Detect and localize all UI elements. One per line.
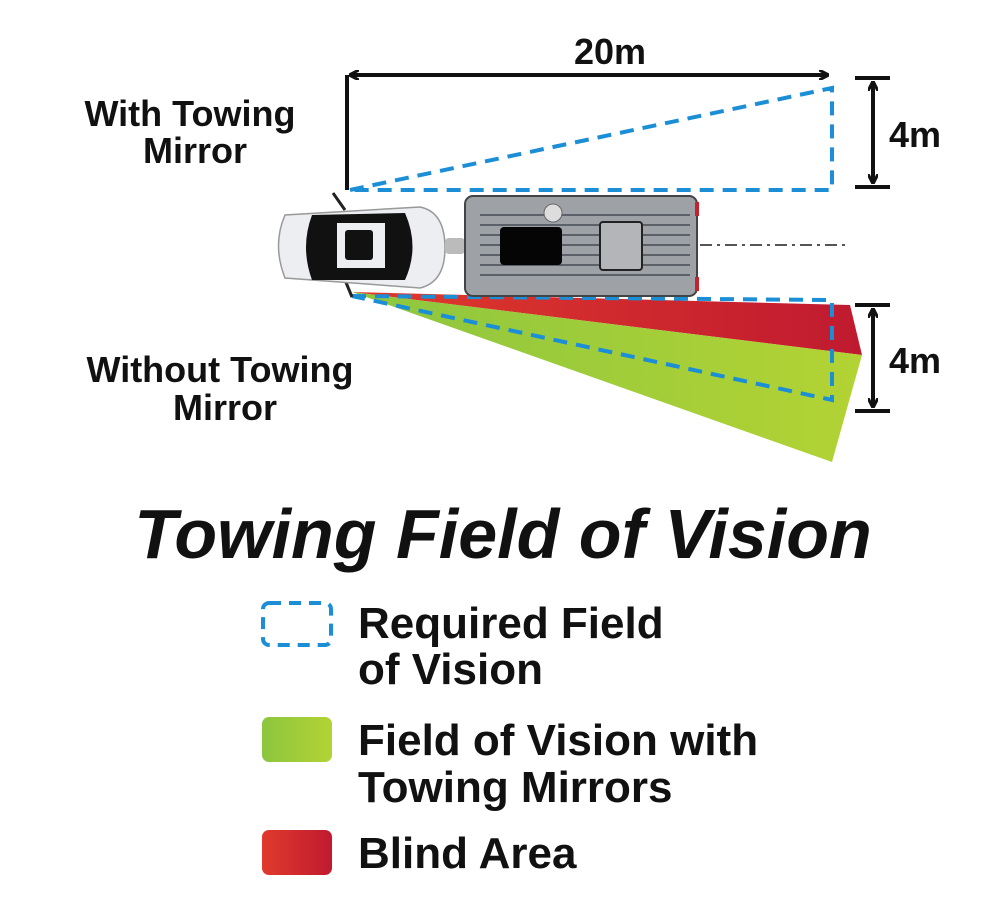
title: Towing Field of Vision [134, 495, 872, 573]
with-mirror-label: With Towing Mirror [85, 93, 306, 171]
legend-label-red: Blind Area [358, 829, 577, 878]
legend-swatch-red [262, 830, 332, 875]
without-mirror-label: Without Towing Mirror [87, 349, 364, 428]
legend-label-green: Field of Vision with Towing Mirrors [358, 716, 770, 812]
required-field-bottom [351, 294, 834, 403]
car [277, 192, 465, 298]
legend: Required Field of Vision Field of Vision… [261, 599, 770, 878]
legend-label-required: Required Field of Vision [358, 599, 676, 694]
length-dimension: 20m [345, 31, 828, 190]
legend-swatch-green [262, 717, 332, 762]
width-top-label: 4m [889, 114, 941, 155]
length-label: 20m [574, 31, 646, 72]
width-bottom-label: 4m [889, 340, 941, 381]
width-dimension-bottom: 4m [855, 303, 941, 413]
legend-swatch-required [261, 601, 333, 647]
caravan [464, 195, 699, 297]
mirror-vision-area [352, 292, 862, 462]
required-field-top [349, 85, 834, 192]
width-dimension-top: 4m [855, 76, 941, 189]
